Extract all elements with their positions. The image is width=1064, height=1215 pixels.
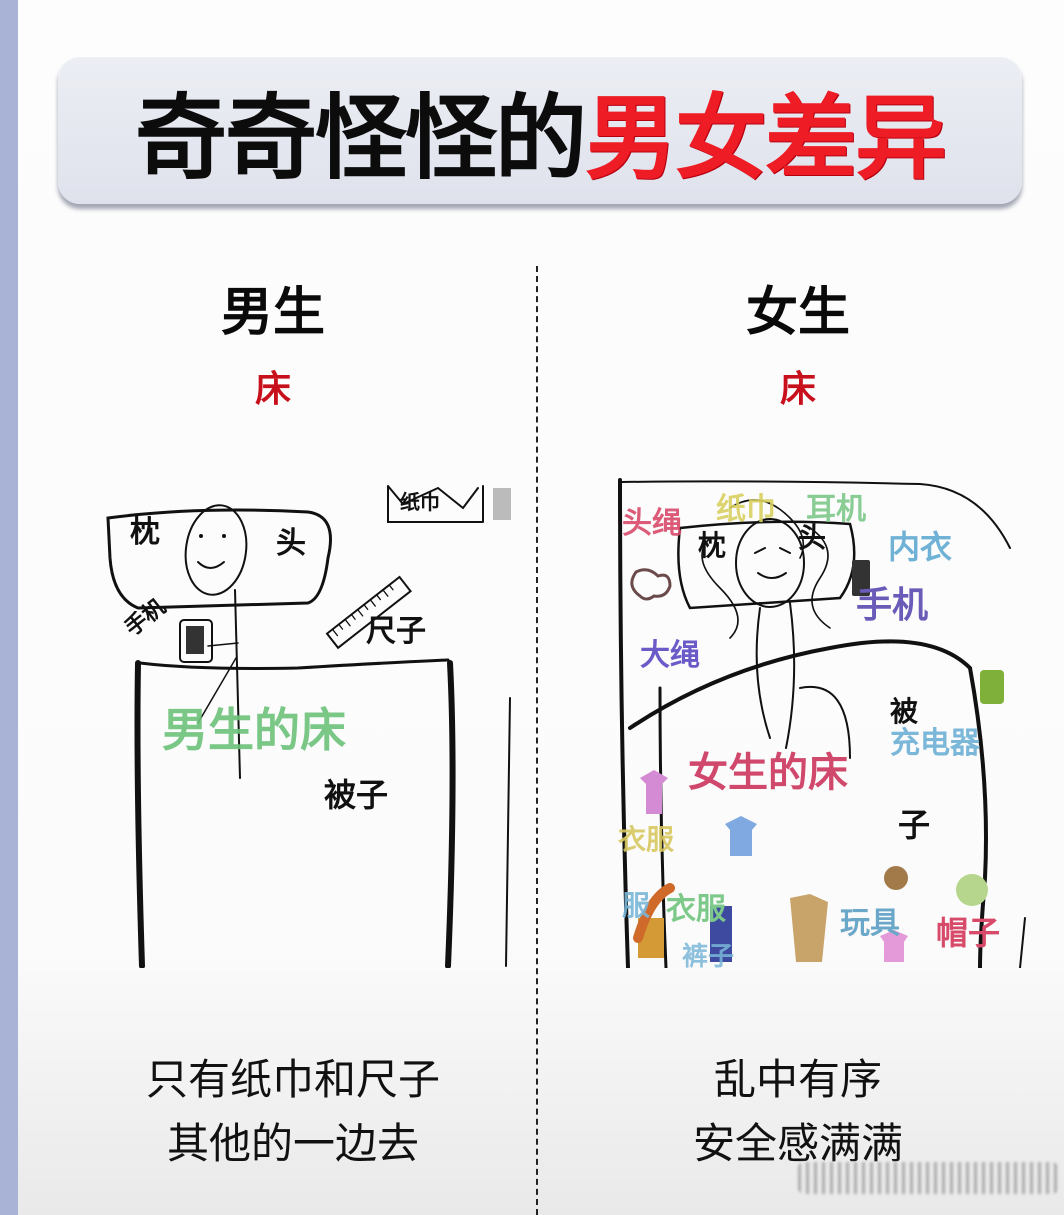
left-bed-title: 男生的床 — [162, 703, 346, 757]
right-label-quilt-top: 被 — [890, 695, 919, 728]
right-caption-line-1: 乱中有序 — [713, 1055, 882, 1104]
right-label-phone: 手机 — [856, 585, 929, 626]
female-bed-sketch — [618, 478, 1026, 968]
left-label-pillow-2: 头 — [276, 526, 306, 561]
right-label-hat: 帽子 — [936, 914, 1001, 952]
right-label-pants: 裤子 — [682, 942, 735, 972]
right-label-clothes-mid: 衣服 — [666, 892, 726, 927]
right-caption-line-2: 安全感满满 — [692, 1119, 903, 1168]
right-label-hair-tie: 头绳 — [622, 506, 682, 541]
male-bed-sketch — [106, 485, 511, 968]
left-label-pillow-1: 枕 — [130, 515, 160, 550]
right-heading: 女生 — [745, 283, 850, 343]
right-label-earphones: 耳机 — [806, 492, 866, 527]
right-subheading: 床 — [779, 369, 816, 410]
left-heading: 男生 — [220, 283, 325, 343]
title-black-part: 奇奇怪怪的 — [134, 84, 587, 192]
right-label-pillow-2: 头 — [798, 521, 827, 554]
right-label-rope: 大绳 — [640, 638, 700, 673]
right-label-underwear: 内衣 — [888, 528, 953, 566]
right-label-toys: 玩具 — [840, 906, 900, 941]
left-label-tissue: 纸巾 — [400, 490, 440, 514]
title-banner: 奇奇怪怪的男女差异 — [58, 56, 1022, 204]
page-title: 奇奇怪怪的男女差异 — [134, 64, 947, 197]
left-caption: 只有纸巾和尺子 其他的一边去 — [83, 1048, 503, 1176]
right-label-charger: 充电器 — [890, 726, 980, 761]
right-caption: 乱中有序 安全感满满 — [588, 1048, 1008, 1176]
blurred-watermark — [798, 1162, 1058, 1194]
center-divider — [536, 266, 538, 1215]
right-label-clothes-left: 衣服 — [618, 823, 675, 856]
right-label-pillow-1: 枕 — [698, 529, 727, 562]
right-bed-title: 女生的床 — [688, 750, 848, 796]
left-subheading: 床 — [254, 369, 291, 410]
left-caption-line-2: 其他的一边去 — [166, 1119, 419, 1168]
infographic-page: 奇奇怪怪的男女差异 男生 床 — [18, 0, 1064, 1215]
title-red-part: 男女差异 — [585, 84, 947, 192]
right-label-clothes-left-2: 服 — [622, 889, 651, 922]
right-label-quilt-bottom: 子 — [898, 806, 931, 844]
left-label-quilt: 被子 — [324, 776, 389, 814]
left-caption-line-1: 只有纸巾和尺子 — [145, 1055, 440, 1104]
right-label-tissue: 纸巾 — [716, 492, 776, 527]
left-label-ruler: 尺子 — [366, 614, 426, 649]
